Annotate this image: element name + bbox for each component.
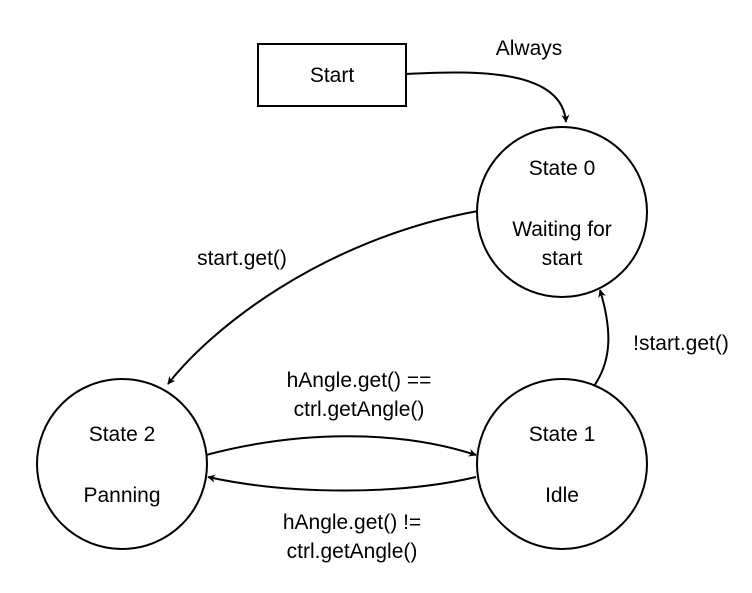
edge-label-angle-equal-line2: ctrl.getAngle() xyxy=(294,398,425,421)
edge-label-not-start-get: !start.get() xyxy=(633,332,729,355)
node-state0-line2: start xyxy=(542,247,583,270)
node-state2-subtitle: Panning xyxy=(83,484,160,507)
node-state1-subtitle: Idle xyxy=(545,484,579,507)
node-state2-title: State 2 xyxy=(89,423,156,446)
edge-state1-to-state0 xyxy=(593,289,610,387)
node-start: Start xyxy=(257,43,407,107)
node-start-label: Start xyxy=(310,64,355,87)
edge-label-start-get: start.get() xyxy=(197,247,287,270)
node-state1: State 1 Idle xyxy=(476,378,648,550)
node-state1-title: State 1 xyxy=(529,423,596,446)
edge-start-to-state0 xyxy=(405,71,570,123)
edge-state1-to-state2 xyxy=(207,474,477,492)
node-state0: State 0 Waiting for start xyxy=(476,126,648,298)
edge-label-angle-not-equal-line2: ctrl.getAngle() xyxy=(287,540,418,563)
edge-state0-to-state2 xyxy=(167,210,479,385)
node-state0-title: State 0 xyxy=(529,157,596,180)
node-state0-line1: Waiting for xyxy=(512,218,612,241)
edge-label-angle-equal-line1: hAngle.get() == xyxy=(287,369,432,392)
edge-label-always: Always xyxy=(496,37,563,60)
edge-state2-to-state1 xyxy=(205,435,477,457)
node-state2: State 2 Panning xyxy=(36,378,208,550)
edge-label-angle-not-equal-line1: hAngle.get() != xyxy=(283,511,421,534)
